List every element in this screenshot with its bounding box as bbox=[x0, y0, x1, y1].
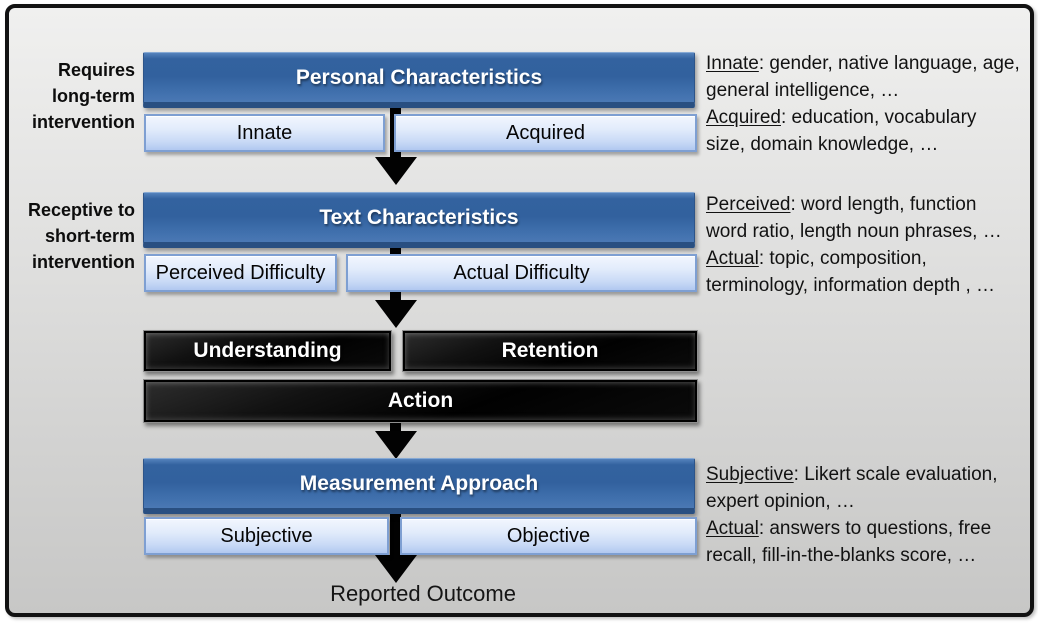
perceived-difficulty-box: Perceived Difficulty bbox=[144, 254, 337, 292]
text-characteristics-box: Text Characteristics bbox=[143, 192, 695, 248]
left-label-long-term: Requires long-term intervention bbox=[31, 60, 135, 132]
note-measurement-approach: Subjective: Likert scale evaluation, exp… bbox=[706, 461, 1020, 569]
left-label-short-term: Receptive to short-term intervention bbox=[27, 200, 135, 272]
note-entry: Acquired: education, vocabulary size, do… bbox=[706, 104, 1020, 158]
reported-outcome-label: Reported Outcome bbox=[330, 581, 516, 606]
note-term: Acquired bbox=[706, 107, 781, 128]
note-text: : answers to questions, free recall, fil… bbox=[706, 518, 992, 566]
note-text: : education, vocabulary size, domain kno… bbox=[706, 107, 977, 155]
note-entry: Subjective: Likert scale evaluation, exp… bbox=[706, 461, 1020, 515]
action-box: Action bbox=[143, 379, 698, 423]
note-text: : Likert scale evaluation, expert opinio… bbox=[706, 464, 998, 512]
down-arrow-2-head-icon bbox=[375, 300, 417, 328]
note-text: : gender, native language, age, general … bbox=[706, 53, 1020, 101]
down-arrow-4-head-icon bbox=[375, 555, 417, 583]
note-text: : word length, function word ratio, leng… bbox=[706, 194, 1002, 242]
retention-box: Retention bbox=[402, 330, 698, 372]
objective-box: Objective bbox=[400, 517, 697, 555]
note-personal-characteristics: Innate: gender, native language, age, ge… bbox=[706, 50, 1020, 158]
note-term: Subjective bbox=[706, 464, 794, 485]
acquired-box: Acquired bbox=[394, 114, 697, 152]
down-arrow-3-head-icon bbox=[375, 431, 417, 459]
actual-difficulty-box: Actual Difficulty bbox=[346, 254, 697, 292]
innate-box: Innate bbox=[144, 114, 385, 152]
down-arrow-1-head-icon bbox=[375, 157, 417, 185]
personal-characteristics-box: Personal Characteristics bbox=[143, 52, 695, 108]
note-term: Actual bbox=[706, 248, 759, 269]
note-entry: Actual: answers to questions, free recal… bbox=[706, 515, 1020, 569]
note-entry: Actual: topic, composition, terminology,… bbox=[706, 245, 1020, 299]
note-text: : topic, composition, terminology, infor… bbox=[706, 248, 996, 296]
note-term: Perceived bbox=[706, 194, 791, 215]
understanding-box: Understanding bbox=[143, 330, 392, 372]
note-text-characteristics: Perceived: word length, function word ra… bbox=[706, 191, 1020, 299]
down-arrow-3-shaft-icon bbox=[390, 421, 401, 433]
note-term: Innate bbox=[706, 53, 759, 74]
subjective-box: Subjective bbox=[144, 517, 389, 555]
note-entry: Innate: gender, native language, age, ge… bbox=[706, 50, 1020, 104]
measurement-approach-box: Measurement Approach bbox=[143, 458, 695, 514]
note-entry: Perceived: word length, function word ra… bbox=[706, 191, 1020, 245]
down-arrow-4-shaft-icon bbox=[390, 511, 401, 557]
note-term: Actual bbox=[706, 518, 759, 539]
